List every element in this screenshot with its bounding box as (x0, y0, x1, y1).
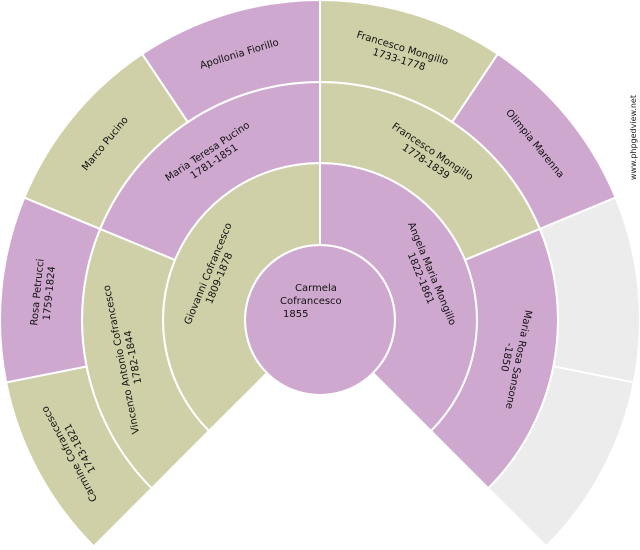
watermark: www.phpgedview.net (629, 95, 638, 181)
person-segment-fmm[interactable] (140, 0, 321, 124)
person-segment-mmm (486, 365, 636, 548)
person-label-ffm: Rosa Petrucci1759-1824 (29, 258, 58, 327)
